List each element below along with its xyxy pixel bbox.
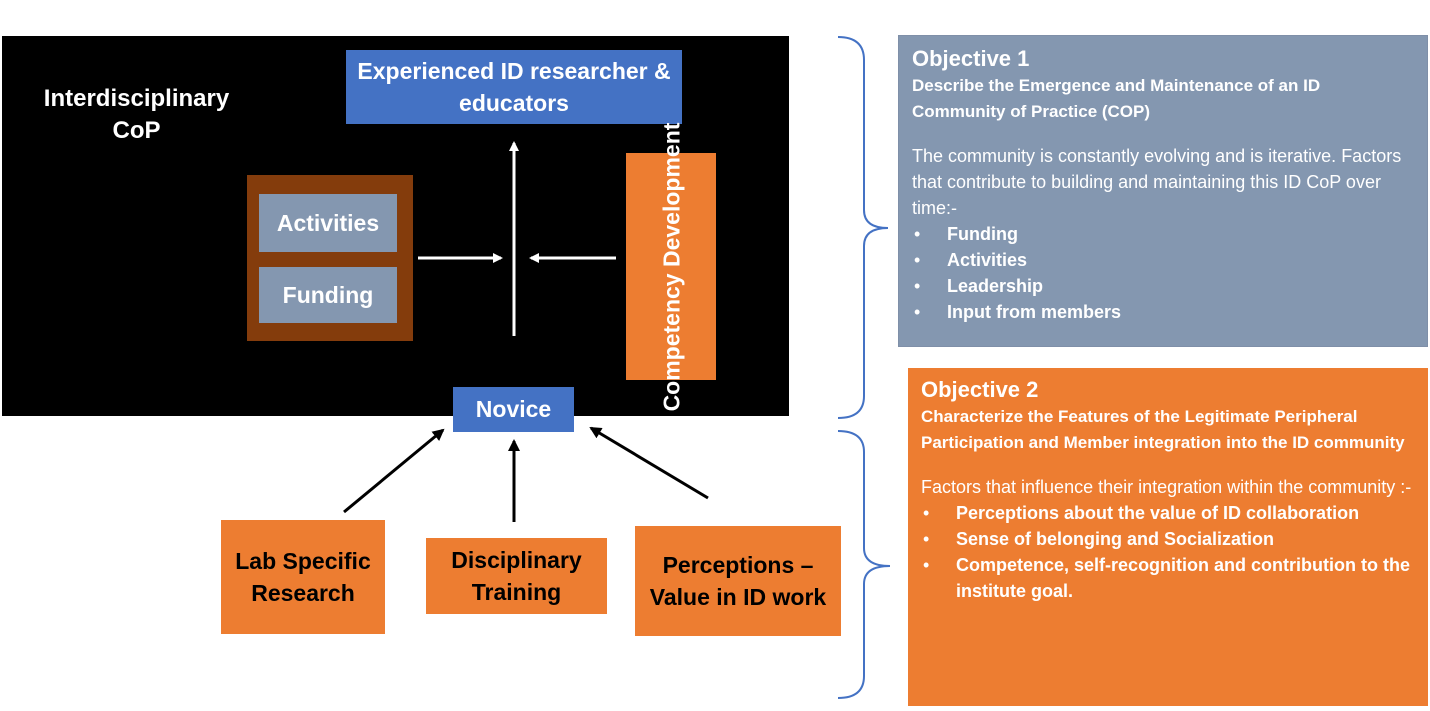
list-item: •Leadership bbox=[912, 273, 1415, 299]
objective-2-body: Factors that influence their integration… bbox=[921, 477, 1412, 497]
arrow-lab-to-novice bbox=[343, 428, 445, 514]
funding-box: Funding bbox=[259, 267, 397, 323]
disciplinary-training-label: Disciplinary Training bbox=[451, 547, 582, 605]
activities-box: Activities bbox=[259, 194, 397, 252]
list-item: •Competence, self-recognition and contri… bbox=[921, 552, 1416, 604]
objective-2-factor-list: •Perceptions about the value of ID colla… bbox=[921, 500, 1416, 604]
brace-objective-2 bbox=[837, 430, 891, 699]
objective-2-subtitle: Characterize the Features of the Legitim… bbox=[921, 407, 1405, 452]
bullet-icon: • bbox=[923, 529, 930, 549]
disciplinary-training-box: Disciplinary Training bbox=[424, 536, 609, 616]
bullet-icon: • bbox=[914, 250, 921, 270]
activities-label: Activities bbox=[276, 209, 380, 236]
arrow-perceptions-to-novice bbox=[589, 426, 709, 500]
list-item: •Funding bbox=[912, 221, 1415, 247]
experienced-researchers-label: Experienced ID researcher & educators bbox=[357, 58, 671, 116]
bullet-icon: • bbox=[923, 555, 930, 575]
bullet-icon: • bbox=[914, 302, 921, 322]
objective-2-title: Objective 2 bbox=[921, 377, 1039, 402]
objective-2-panel: Objective 2 Characterize the Features of… bbox=[908, 368, 1428, 706]
lab-specific-research-label: Lab Specific Research bbox=[235, 548, 371, 606]
list-item: •Activities bbox=[912, 247, 1415, 273]
list-item: •Input from members bbox=[912, 299, 1415, 325]
bullet-icon: • bbox=[914, 224, 921, 244]
perceptions-value-box: Perceptions – Value in ID work bbox=[633, 524, 843, 638]
objective-1-subtitle: Describe the Emergence and Maintenance o… bbox=[912, 76, 1321, 121]
objective-1-panel: Objective 1 Describe the Emergence and M… bbox=[898, 35, 1428, 347]
cop-label: Interdisciplinary CoP bbox=[27, 75, 246, 153]
list-item: •Perceptions about the value of ID colla… bbox=[921, 500, 1416, 526]
competency-development-box: Competency Development bbox=[626, 122, 716, 411]
bullet-icon: • bbox=[923, 503, 930, 523]
novice-box: Novice bbox=[453, 387, 574, 432]
objective-1-factor-list: •Funding •Activities •Leadership •Input … bbox=[912, 221, 1415, 325]
objective-1-title: Objective 1 bbox=[912, 46, 1030, 71]
list-item: •Sense of belonging and Socialization bbox=[921, 526, 1416, 552]
funding-label: Funding bbox=[282, 281, 374, 308]
objective-1-body: The community is constantly evolving and… bbox=[912, 146, 1402, 218]
brace-objective-1 bbox=[837, 36, 889, 419]
experienced-researchers-box: Experienced ID researcher & educators bbox=[346, 50, 682, 124]
novice-label: Novice bbox=[475, 396, 552, 422]
perceptions-value-label: Perceptions – Value in ID work bbox=[649, 552, 827, 610]
lab-specific-research-box: Lab Specific Research bbox=[219, 518, 387, 636]
bullet-icon: • bbox=[914, 276, 921, 296]
